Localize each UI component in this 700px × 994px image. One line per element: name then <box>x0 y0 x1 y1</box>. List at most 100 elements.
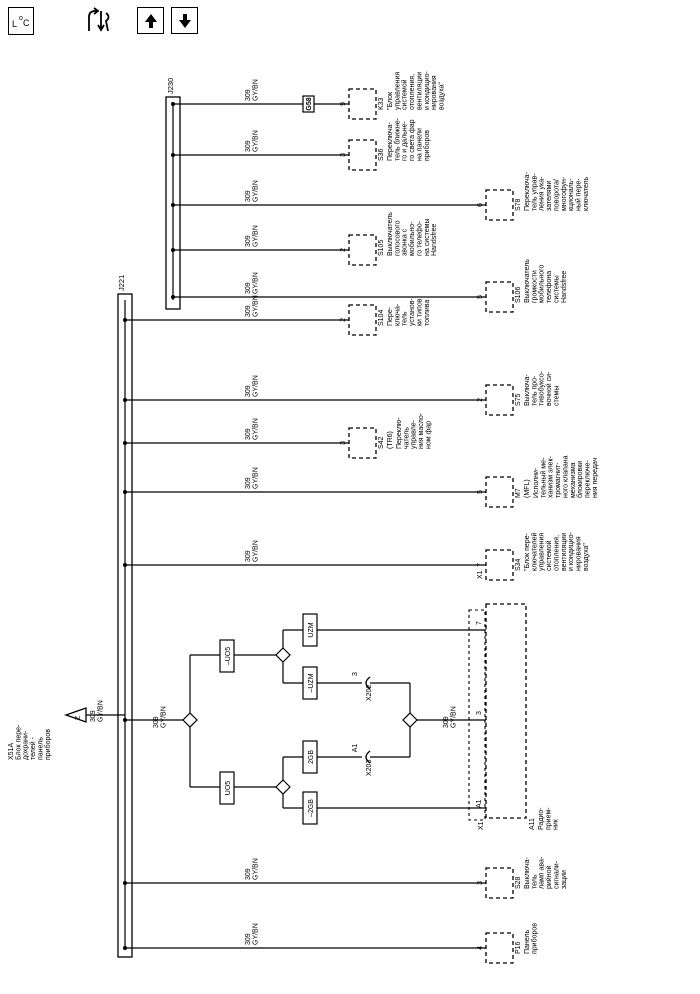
branch-wire-label-text: 309GY/BN <box>245 79 259 101</box>
component-box <box>348 139 377 171</box>
component-text-text: Исполни-тельный ме-ханизм элек-тромагнит… <box>533 455 599 498</box>
feed-wire-label: 309GY/BN <box>90 700 104 722</box>
arrow-down-icon[interactable] <box>171 7 198 34</box>
branch-wire-label-text: 309GY/BN <box>245 923 259 945</box>
component-id: S42 <box>378 436 385 449</box>
branch-wire-label: 309GY/BN <box>245 540 259 562</box>
component-text: Выключательголосовогозвонка смобильно-го… <box>387 212 438 256</box>
radio-box <box>485 603 527 819</box>
svg-text:C: C <box>23 18 30 28</box>
radio-wire-label: 309GY/BN <box>443 706 457 728</box>
option-neg-uzm-label-text: –UZM <box>308 673 315 692</box>
component-box <box>348 304 377 336</box>
component-box <box>485 384 514 416</box>
component-id-text: S104 <box>378 310 385 326</box>
branch-pin-text: 3 <box>340 441 347 445</box>
branch-pin-text: 3 <box>477 881 484 885</box>
radio-text-text: Радио-прием-ник <box>538 807 560 830</box>
branch-pin-text: 5 <box>477 490 484 494</box>
x203-pin-text: A1 <box>352 744 359 753</box>
x202-name: X202 <box>366 685 373 701</box>
feed-wire-label-text: 309GY/BN <box>90 700 104 722</box>
branch-wire-label-text: 309GY/BN <box>245 180 259 202</box>
component-text-text: Панельприборов <box>524 923 538 954</box>
radio-feed-label-text: 309GY/BN <box>153 706 167 728</box>
component-text: Пере-ключа-тельустанов-ки типовтоплива <box>387 298 431 326</box>
x203-pin: A1 <box>352 744 359 753</box>
component-box <box>485 476 514 508</box>
component-text-text: Выключательголосовогозвонка смобильно-го… <box>387 212 438 256</box>
branch-wire-label: 309GY/BN <box>245 225 259 247</box>
radio-feed-label: 309GY/BN <box>153 706 167 728</box>
component-box <box>348 234 377 266</box>
component-text: Переключа-тель управ-ления ука-зателямип… <box>524 171 590 211</box>
connector-view-icon[interactable] <box>84 5 114 35</box>
component-text: Переключа-тель ближне-го и дальне-го све… <box>387 117 431 161</box>
branch-wire-label: 309GY/BN <box>245 79 259 101</box>
option-uo5-label-text: UO5 <box>225 781 232 796</box>
branch-pin-text: 4 <box>477 946 484 950</box>
branch-pin: 3 <box>340 153 347 157</box>
component-text: "Блок пере-ключателейуправлениясистемойо… <box>524 531 590 571</box>
branch-pin-text: 7 <box>477 563 484 567</box>
j221-label: J221 <box>117 275 126 291</box>
radio-conn-text: X1 <box>478 821 485 830</box>
splice-dot <box>171 203 175 207</box>
radio-connector <box>468 609 486 821</box>
branch-pin: 9 <box>340 102 347 106</box>
option-diamond <box>275 779 291 795</box>
component-id-text: S105 <box>378 240 385 256</box>
x202-connector <box>365 676 371 690</box>
branch-wire-label-text: 309GY/BN <box>245 375 259 397</box>
component-box <box>485 867 514 899</box>
component-id-text: P16 <box>515 941 522 954</box>
option-neg-uzm-label: –UZM <box>308 673 315 692</box>
radio-pin-mid-text: 3 <box>476 711 483 715</box>
radio-id-text: A11 <box>529 818 536 830</box>
option-neg-uo5 <box>219 639 235 673</box>
arrow-up-icon[interactable] <box>137 7 164 34</box>
splice-dot <box>123 946 127 950</box>
option-2gb-label-text: 2GB <box>308 750 315 764</box>
component-id: S34 <box>515 558 522 571</box>
component-box <box>485 189 514 221</box>
branch-conn-text: X1 <box>477 570 484 579</box>
option-neg-2gb-label: –2GB <box>308 799 315 817</box>
branch-wire-label: 309GY/BN <box>245 130 259 152</box>
branch-conn: X1 <box>477 570 484 579</box>
component-id: S28 <box>515 876 522 889</box>
branch-pin: 3 <box>477 881 484 885</box>
component-id-text: M7 <box>515 488 522 498</box>
splice-dot <box>171 153 175 157</box>
svg-text:L: L <box>12 19 17 29</box>
component-id: S78 <box>515 198 522 211</box>
branch-pin-text: 5 <box>477 295 484 299</box>
component-text: Выключательгромкостимобильноготелефонаси… <box>524 259 568 303</box>
component-id-text: S106 <box>515 287 522 303</box>
option-diamond <box>275 647 291 663</box>
x203-connector <box>365 750 371 764</box>
component-id: S75 <box>515 393 522 406</box>
splice-dot <box>123 441 127 445</box>
component-text-text: Пере-ключа-тельустанов-ки типовтоплива <box>387 298 431 326</box>
branch-pin: 5 <box>477 295 484 299</box>
component-text: Переклю-чательуправле-ния масло-ном фар <box>396 412 432 449</box>
branch-pin: 6 <box>477 203 484 207</box>
component-box <box>485 549 514 581</box>
radio-conn: X1 <box>478 821 485 830</box>
component-text: Выключа-тельламп ава-рийнойсигнали-зации <box>524 856 568 889</box>
option-diamond <box>182 712 198 728</box>
branch-pin-text: 9 <box>340 102 347 106</box>
x202-pin-text: 3 <box>352 672 359 676</box>
component-text-text: "Блок пере-ключателейуправлениясистемойо… <box>524 531 590 571</box>
branch-wire-label-text: 309GY/BN <box>245 272 259 294</box>
splice-dot <box>123 398 127 402</box>
j221-bar <box>117 293 133 958</box>
svg-text:o: o <box>19 15 23 22</box>
branch-pin: 2 <box>340 248 347 252</box>
branch-wire-label-text: 309GY/BN <box>245 858 259 880</box>
component-tag-text: (TR6) <box>387 431 394 449</box>
option-neg-2gb-label-text: –2GB <box>308 799 315 817</box>
